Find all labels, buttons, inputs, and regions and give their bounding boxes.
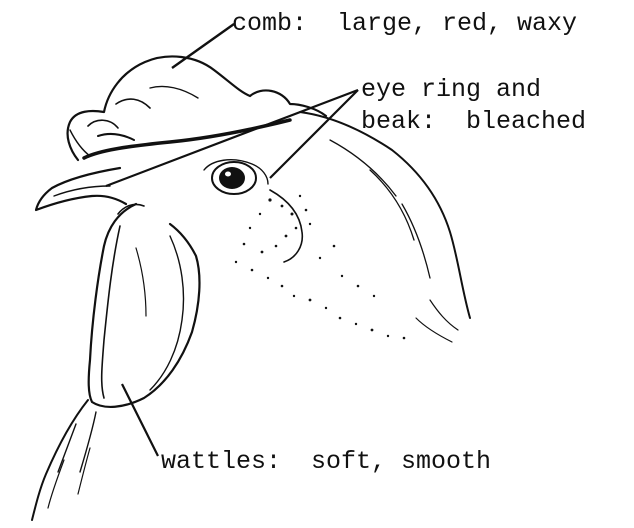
eye-ring-label: eye ring and: [361, 74, 541, 106]
eye-ring-leader-line: [270, 90, 358, 178]
wattles-label: wattles: soft, smooth: [161, 446, 491, 478]
ear-lobe-drawing: [270, 190, 302, 262]
wattles-leader-line: [122, 384, 158, 456]
beak-drawing: [36, 168, 126, 210]
comb-leader-line: [172, 24, 234, 68]
neck-feathers: [32, 400, 96, 520]
comb-drawing: [68, 56, 326, 160]
beak-label: beak: bleached: [361, 106, 586, 138]
cheek-feathering: [235, 195, 406, 340]
wattle-drawing: [89, 204, 200, 407]
comb-label: comb: large, red, waxy: [232, 8, 577, 40]
leader-lines: [106, 24, 358, 456]
eye-drawing: [204, 160, 268, 194]
